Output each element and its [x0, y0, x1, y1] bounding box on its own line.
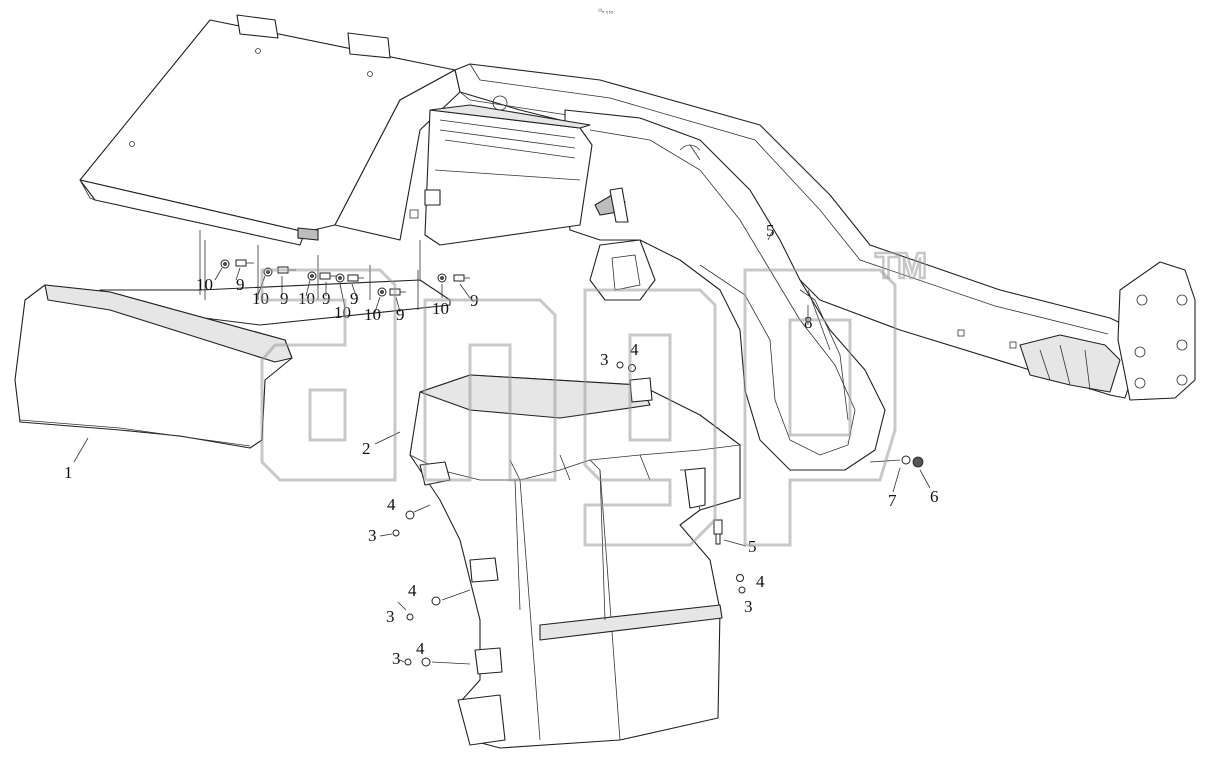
callout-3-top: 3 — [600, 350, 609, 369]
callout-10a: 10 — [196, 275, 213, 294]
callout-9e: 9 — [396, 305, 405, 324]
callout-3-lower: 3 — [392, 649, 401, 668]
callout-9a: 9 — [236, 275, 245, 294]
wheel-arch-panel — [564, 109, 886, 471]
callout-9d: 9 — [350, 289, 359, 308]
screw-3-top — [616, 361, 624, 369]
battery-box — [424, 104, 593, 246]
washer-10c — [307, 271, 317, 281]
screw-3b — [406, 613, 414, 621]
callout-2: 2 — [362, 439, 371, 458]
top-step-plate — [79, 14, 461, 246]
bolt-9a — [235, 259, 254, 267]
washer-10f — [437, 273, 447, 283]
callout-10d: 10 — [334, 303, 351, 322]
washer-4b — [431, 596, 441, 606]
screw-3c — [404, 658, 412, 666]
nut-6 — [912, 456, 924, 468]
callout-4-right: 4 — [756, 572, 765, 591]
washer-10e — [377, 287, 387, 297]
callout-4-upper: 4 — [387, 495, 396, 514]
washer-10d — [335, 273, 345, 283]
washer-4c — [421, 657, 431, 667]
callout-3-mid: 3 — [386, 607, 395, 626]
washer-7 — [901, 455, 911, 465]
step-fender-part-2 — [409, 374, 741, 749]
callout-3-upper: 3 — [368, 526, 377, 545]
bolts-and-washers-9-10 — [204, 240, 470, 310]
callout-4-top: 4 — [630, 340, 639, 359]
callout-1: 1 — [64, 463, 73, 482]
side-cover-part-1 — [14, 284, 293, 449]
corner-code: ¹³ₙ ₅₅₅ — [598, 9, 614, 15]
callout-7: 7 — [888, 491, 897, 510]
callout-4-lower: 4 — [416, 639, 425, 658]
bolt-9f — [453, 274, 470, 282]
callout-10f: 10 — [432, 299, 449, 318]
bolt-9c — [319, 272, 338, 280]
washer-4d — [736, 574, 744, 582]
screw-3d — [738, 586, 746, 594]
bolt-9d — [347, 274, 364, 282]
frame-rail — [454, 63, 1196, 401]
washer-10a — [220, 259, 230, 269]
bolt-5 — [713, 519, 723, 545]
washer-4a — [405, 510, 415, 520]
watermark-logo: TM — [260, 244, 928, 547]
callout-10e: 10 — [364, 305, 381, 324]
callout-6: 6 — [930, 487, 939, 506]
callout-4-mid: 4 — [408, 581, 417, 600]
callout-3-right: 3 — [744, 597, 753, 616]
callout-5-upper: 5 — [766, 221, 775, 240]
watermark-tm: TM — [875, 245, 927, 286]
callout-8: 8 — [804, 313, 813, 332]
screw-3a — [392, 529, 400, 537]
screws-and-washers-3-4 — [392, 361, 924, 667]
